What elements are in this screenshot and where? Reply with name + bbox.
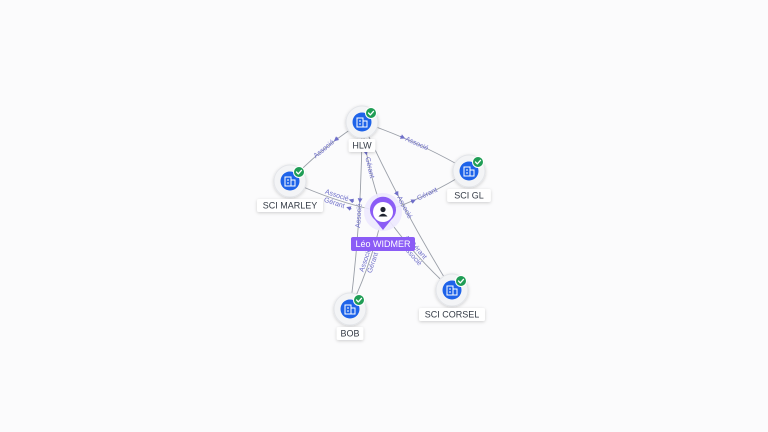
company-node-hlw[interactable]: HLW xyxy=(345,105,379,152)
building-icon xyxy=(344,304,356,315)
edge-label: Associé xyxy=(313,139,336,160)
company-node-corsel[interactable]: SCI CORSEL xyxy=(419,273,485,321)
edge-arrow xyxy=(348,198,355,204)
building-icon xyxy=(284,176,296,187)
edge-arrow xyxy=(333,136,340,142)
company-node-bob[interactable]: BOB xyxy=(333,292,367,340)
company-label: SCI CORSEL xyxy=(425,309,480,319)
building-icon xyxy=(446,285,458,296)
verified-check-icon xyxy=(455,275,467,287)
verified-check-icon xyxy=(353,294,365,306)
node-label-bg xyxy=(257,199,323,212)
edge-hlw-scigl: Associé xyxy=(361,121,470,172)
person-node-leo[interactable]: Léo WIDMER xyxy=(351,193,415,251)
edge-arrow xyxy=(399,134,406,139)
verified-check-icon xyxy=(365,107,377,119)
node-label-bg xyxy=(419,308,485,321)
company-node-scigl[interactable]: SCI GL xyxy=(447,154,491,202)
company-label: HLW xyxy=(352,140,372,150)
edge-arrow xyxy=(346,206,352,211)
company-label: SCI MARLEY xyxy=(263,200,318,210)
edge-label: Gérant xyxy=(363,157,375,179)
edge-arrow xyxy=(394,190,399,197)
node-label-bg xyxy=(336,327,364,340)
building-icon xyxy=(463,166,475,177)
user-icon xyxy=(378,206,388,217)
person-label: Léo WIDMER xyxy=(355,239,411,249)
verified-check-icon xyxy=(293,166,305,178)
node-label-bg xyxy=(348,139,376,152)
verified-check-icon xyxy=(472,156,484,168)
company-label: SCI GL xyxy=(454,190,484,200)
edge-label: Associé xyxy=(404,136,429,153)
node-label-bg xyxy=(447,189,491,202)
building-icon xyxy=(356,117,368,128)
edge-label: Associé xyxy=(355,203,364,228)
edge-arrow xyxy=(410,199,416,204)
nodes-layer: HLW SCI MARLEY SCI GL BOB SCI CORSEL Léo WIDM… xyxy=(257,105,491,340)
company-node-marley[interactable]: SCI MARLEY xyxy=(257,164,323,212)
edge-label: Gérant xyxy=(416,187,438,203)
person-label-bg xyxy=(351,237,415,251)
company-label: BOB xyxy=(340,328,359,338)
